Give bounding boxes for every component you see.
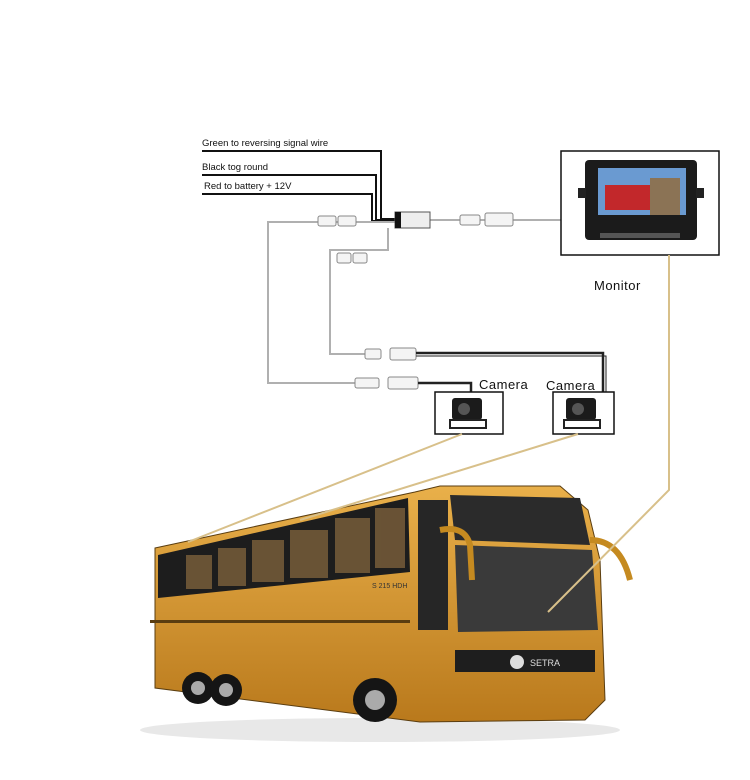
bus-brand: SETRA (530, 658, 560, 668)
camera-2 (552, 391, 615, 435)
connector (387, 376, 419, 390)
connector (317, 215, 337, 227)
red-wire-label: Red to battery + 12V (204, 181, 292, 192)
connector (364, 348, 382, 360)
connectors (317, 212, 514, 390)
monitor (560, 150, 720, 256)
green-wire-label: Green to reversing signal wire (202, 138, 329, 149)
connector (336, 252, 352, 264)
leader-lines (187, 255, 670, 613)
monitor-label: Monitor (594, 278, 641, 293)
connector (459, 214, 481, 226)
black-wire-label: Black tog round (202, 162, 269, 173)
camera-1-label: Camera (479, 377, 529, 392)
camera-2-label: Camera (546, 378, 596, 393)
bus-side-text: S 215 HDH (372, 583, 407, 590)
bus-illustration: SETRA S 215 HDH (140, 485, 633, 742)
connector (352, 252, 368, 264)
connector (389, 347, 417, 361)
camera-cables (416, 351, 607, 393)
connector (337, 215, 357, 227)
connector (484, 212, 514, 227)
connector (354, 377, 380, 389)
camera-1 (434, 391, 504, 435)
